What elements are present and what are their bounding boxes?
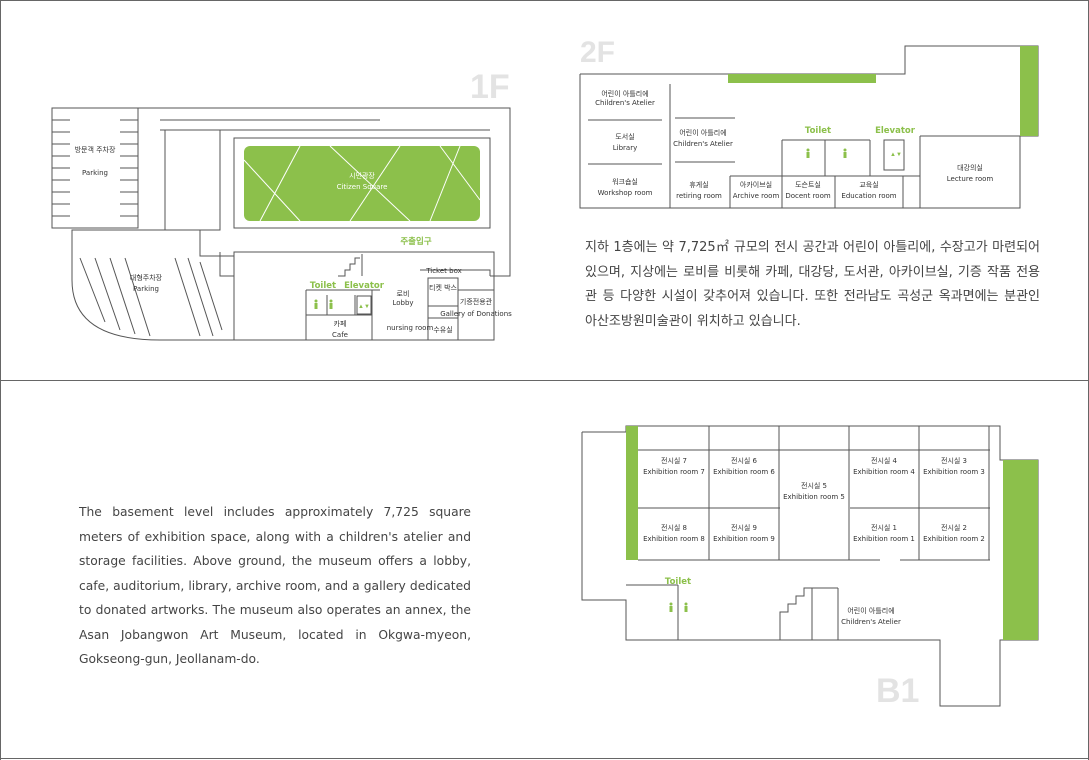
docent-room-label: 도슨트실 [795,180,821,189]
room6-label: 전시실 6 [731,456,758,465]
room6-en: Exhibition room 6 [713,468,775,476]
lecture-room-label: 대강의실 [957,163,983,172]
floor-b1-label: B1 [876,672,919,710]
korean-description: 지하 1층에는 약 7,725㎡ 규모의 전시 공간과 어린이 아틀리에, 수장… [585,240,1040,329]
room5-en: Exhibition room 5 [783,493,845,501]
room3-label: 전시실 3 [941,456,967,465]
room8-label: 전시실 8 [661,523,687,532]
library-en: Library [613,144,637,152]
room9-en: Exhibition room 9 [713,535,775,543]
childrens-atelier-1-label: 어린이 아틀리에 [601,89,648,98]
floor-2f-label: 2F [580,36,615,69]
gallery-donations-en: Gallery of Donations [440,310,512,318]
room1-label: 전시실 1 [871,523,897,532]
room9-label: 전시실 9 [731,523,757,532]
lobby-en: Lobby [392,299,413,307]
archive-room-label: 아카이브실 [740,180,772,189]
visitor-parking-en: Parking [82,169,108,177]
large-parking-stripes [79,257,223,337]
citizen-square-outline [233,137,491,229]
2f-toilet-label: Toilet [805,126,831,136]
visitor-parking-label: 방문객 주차장 [75,145,116,154]
1f-toilet-label: Toilet [310,281,336,291]
education-room-label: 교육실 [859,180,878,189]
lobby-label: 로비 [397,289,410,298]
2f-elevator-label: Elevator [875,126,916,136]
1f-stairs [338,257,360,277]
labels-b1: 전시실 7 Exhibition room 7 전시실 6 Exhibition… [643,456,985,626]
archive-room-en: Archive room [733,192,780,200]
large-parking-en: Parking [133,285,159,293]
b1-toilet-icons [669,602,688,612]
middle-divider [0,380,1089,381]
childrens-atelier-1-en: Children's Atelier [595,99,655,107]
library-label: 도서실 [615,132,634,141]
room8-en: Exhibition room 8 [643,535,705,543]
education-room-en: Education room [841,192,896,200]
1f-toilet-icons [314,299,333,309]
room4-en: Exhibition room 4 [853,468,915,476]
large-parking-label: 대형주차장 [130,273,163,282]
room7-en: Exhibition room 7 [643,468,705,476]
room3-en: Exhibition room 3 [923,468,985,476]
retiring-room-label: 휴게실 [689,180,708,189]
labels-1f: 방문객 주차장 Parking 시민광장 Citizen Square 주출입구… [75,145,513,339]
retiring-room-en: retiring room [676,192,722,200]
docent-room-en: Docent room [785,192,831,200]
lecture-room-en: Lecture room [947,175,994,183]
workshop-label: 워크숍실 [612,177,638,186]
childrens-atelier-2-en: Children's Atelier [673,140,733,148]
room1-en: Exhibition room 1 [853,535,915,543]
gallery-donations-label: 기증전용관 [460,297,493,306]
floor-1f-label: 1F [470,68,510,106]
1f-main-building [233,251,495,341]
room7-label: 전시실 7 [661,456,687,465]
2f-elevator-icon: ▲▼ [890,152,902,158]
b1-childrens-atelier-label: 어린이 아틀리에 [847,606,894,615]
1f-elevator-icon: ▲▼ [358,304,370,310]
left-border [0,0,1,760]
cafe-label: 카페 [334,319,347,328]
bottom-border [0,758,1089,759]
cafe-en: Cafe [332,331,348,339]
room4-label: 전시실 4 [871,456,898,465]
parking-stripes-left [52,119,138,217]
citizen-square-label: 시민광장 [349,171,375,180]
b1-toilet-label: Toilet [665,577,691,587]
room2-en: Exhibition room 2 [923,535,985,543]
citizen-square-green [244,146,480,221]
labels-2f: 어린이 아틀리에 Children's Atelier 도서실 Library … [595,89,993,200]
room2-label: 전시실 2 [941,523,967,532]
ticket-box-en: Ticket box [425,267,462,275]
ticket-box-ko: 티켓 박스 [429,283,458,292]
top-border [0,0,1089,1]
floor-b1-plan: B1 [581,425,1039,710]
english-description: The basement level includes approximatel… [79,505,471,666]
b1-stairs [779,587,813,640]
nursing-room-ko: 수유실 [433,325,452,334]
childrens-atelier-2-label: 어린이 아틀리에 [679,128,726,137]
main-entrance-label: 주출입구 [400,236,431,247]
b1-outline [581,425,1039,707]
1f-outer-road [138,107,511,277]
b1-childrens-atelier-en: Children's Atelier [841,618,901,626]
nursing-room-en: nursing room [387,324,434,332]
2f-toilet-icons [806,148,847,158]
workshop-en: Workshop room [598,189,653,197]
1f-elevator-label: Elevator [344,281,385,291]
floor-1f-plan: 1F [51,68,511,341]
floor-2f-plan: 2F [579,36,1039,209]
room5-label: 전시실 5 [801,481,827,490]
citizen-square-en: Citizen Square [337,183,388,191]
